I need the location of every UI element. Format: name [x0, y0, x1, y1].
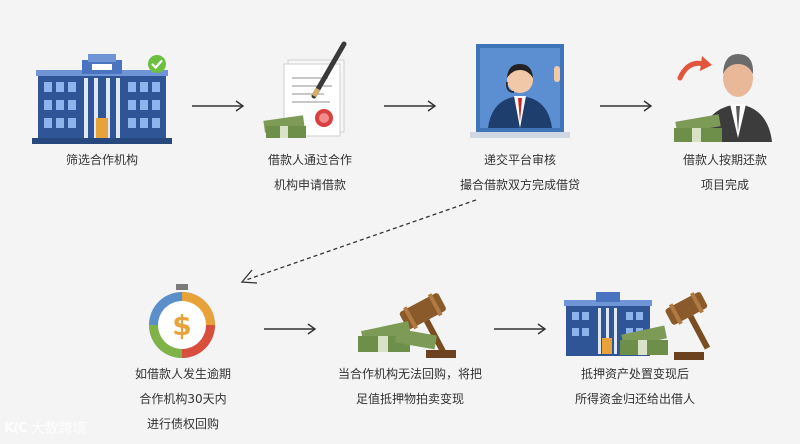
watermark-logo: K(C — [4, 421, 27, 436]
loan-application-document-icon — [262, 38, 358, 144]
check-badge-icon — [147, 54, 167, 74]
flow-arrow-4 — [262, 322, 318, 336]
flow-arrow-dashed — [236, 196, 480, 288]
step-1-caption: 筛选合作机构 — [32, 148, 172, 173]
step-4-caption: 借款人按期还款 项目完成 — [660, 148, 790, 198]
platform-review-agent-icon — [470, 40, 570, 144]
flow-arrow-2 — [382, 99, 438, 113]
flow-arrow-1 — [190, 99, 246, 113]
step-7-caption: 抵押资产处置变现后 所得资金归还给出借人 — [560, 362, 710, 412]
step-2-caption: 借款人通过合作 机构申请借款 — [245, 148, 375, 198]
flow-arrow-3 — [598, 99, 654, 113]
flow-arrow-5 — [492, 322, 548, 336]
step-5-caption: 如借款人发生逾期 合作机构30天内 进行债权回购 — [118, 362, 248, 437]
overdue-clock-dollar-icon: $ — [145, 284, 219, 360]
watermark-text: 大数跨境 — [31, 418, 87, 438]
watermark: K(C 大数跨境 — [4, 418, 87, 438]
auction-gavel-money-icon — [356, 288, 460, 360]
step-3-caption: 递交平台审核 撮合借款双方完成借贷 — [440, 148, 600, 198]
step-6-caption: 当合作机构无法回购，将把 足值抵押物拍卖变现 — [330, 362, 490, 412]
asset-disposal-building-gavel-icon — [562, 290, 712, 362]
borrower-repayment-icon — [672, 42, 778, 146]
svg-text:$: $ — [172, 309, 191, 342]
